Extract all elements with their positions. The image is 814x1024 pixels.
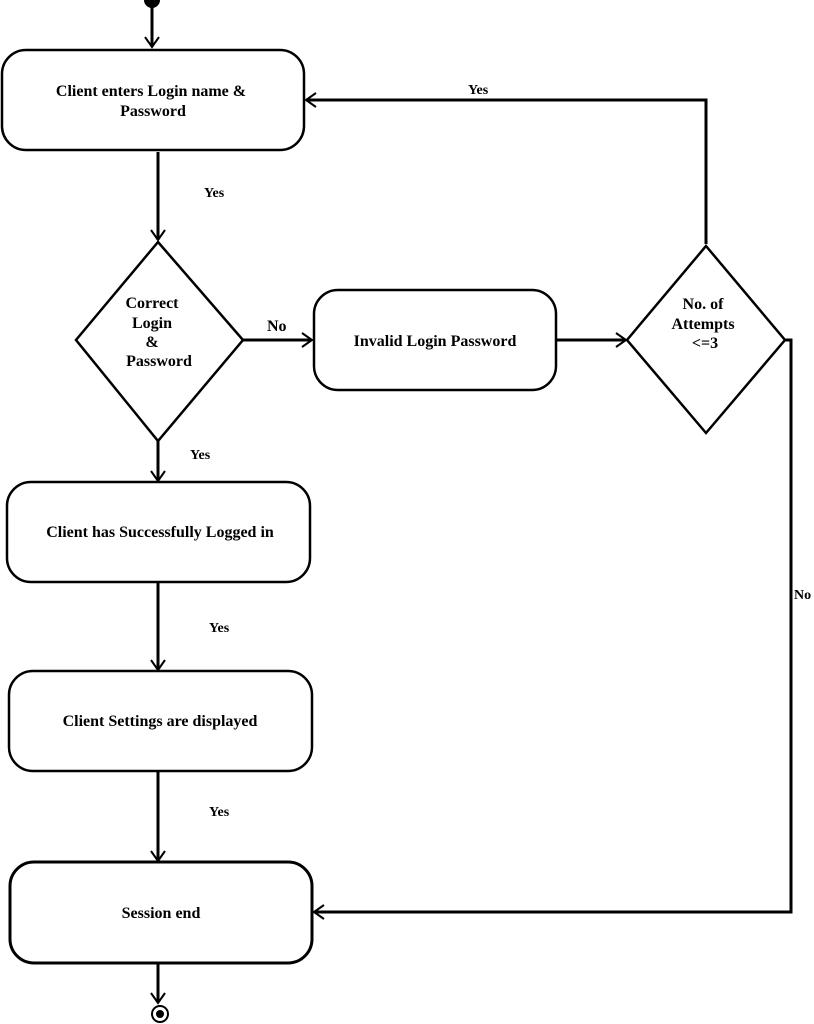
logged-in-box	[5, 480, 312, 584]
attempts-decision-label: No. of Attempts <=3	[671, 296, 738, 352]
arrowhead	[150, 229, 166, 242]
edge-label-no: No	[794, 588, 811, 603]
login-entry-box	[0, 48, 306, 152]
edge-label-yes: Yes	[468, 83, 489, 98]
arrowhead	[301, 332, 314, 348]
correct-decision-label: Correct Login & Password	[126, 295, 192, 370]
arrowhead	[304, 92, 317, 108]
settings-box	[7, 669, 314, 773]
session-end-label: Session end	[122, 905, 201, 922]
logged-in-label: Client has Successfully Logged in	[46, 524, 274, 541]
edge-label-yes: Yes	[209, 621, 230, 636]
edge-label-yes: Yes	[190, 448, 211, 463]
edge-label-yes: Yes	[209, 805, 230, 820]
edge-label-yes: Yes	[204, 186, 225, 201]
end-node-dot	[156, 1010, 164, 1018]
start-node	[144, 0, 160, 8]
correct-login-decision	[74, 240, 245, 443]
arrowhead	[150, 992, 166, 1005]
arrowhead	[312, 904, 325, 920]
edge-label-no: No	[267, 318, 287, 335]
invalid-login-box	[312, 288, 558, 392]
arrowhead	[144, 36, 160, 49]
invalid-login-label: Invalid Login Password	[354, 333, 517, 350]
settings-label: Client Settings are displayed	[63, 713, 258, 730]
connector-attempts-back-to-login	[306, 98, 708, 244]
connector-attempts-to-end	[314, 338, 793, 914]
session-end-box	[8, 860, 314, 965]
login-entry-label: Client enters Login name & Password	[56, 83, 250, 120]
attempts-decision	[625, 244, 787, 435]
